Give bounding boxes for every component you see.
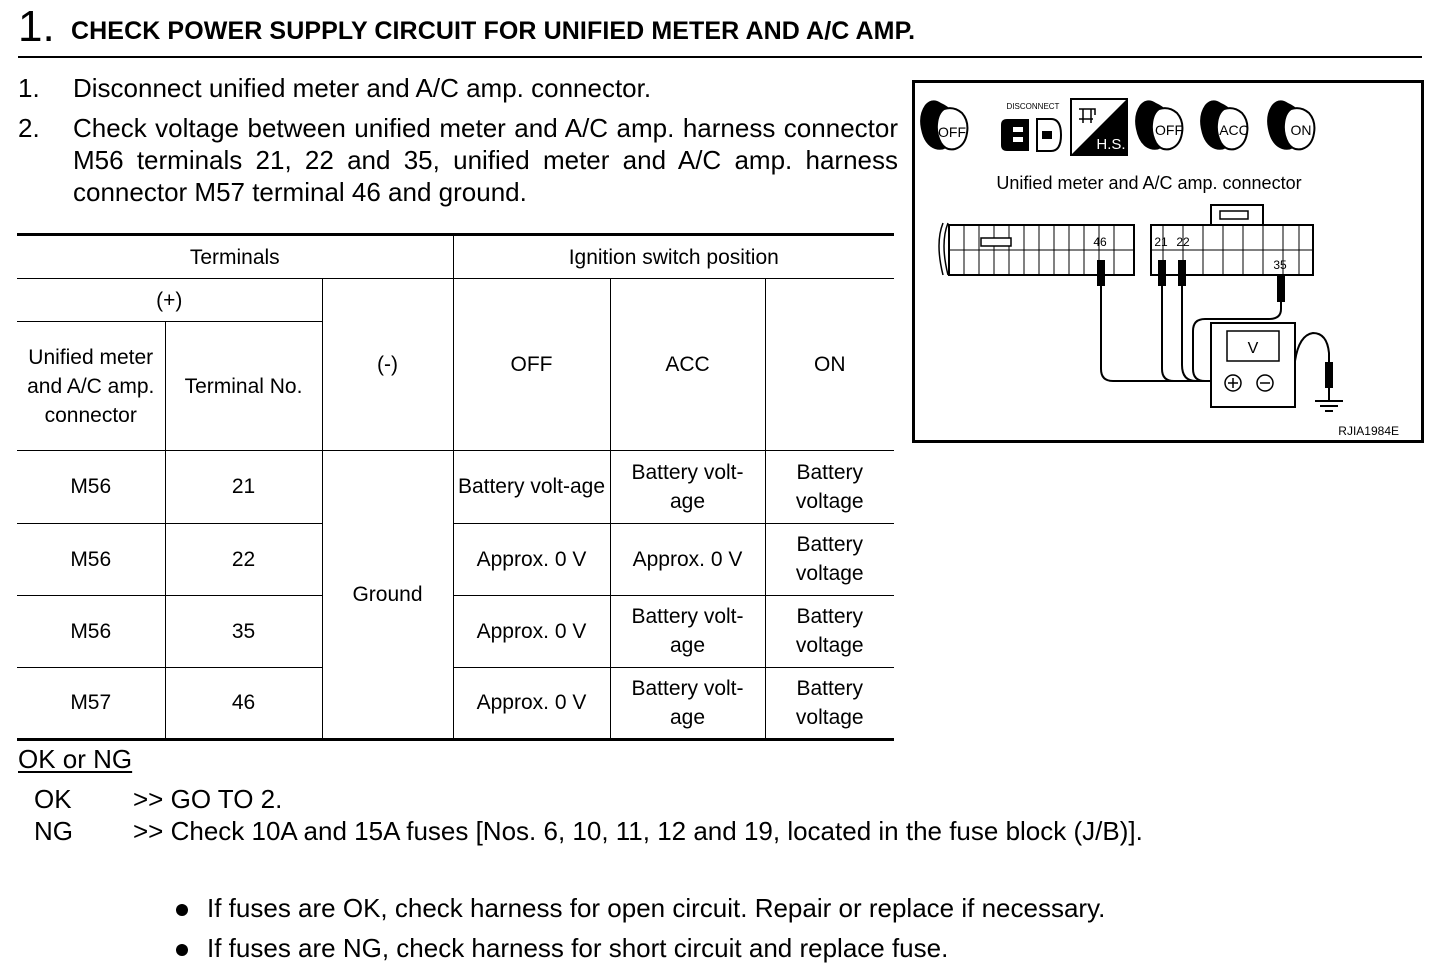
connector-m57 — [938, 222, 1135, 276]
list-item: If fuses are NG, check harness for short… — [176, 928, 1105, 968]
acc-value: Battery volt-age — [609, 450, 766, 524]
bullet-text: If fuses are OK, check harness for open … — [207, 893, 1106, 923]
terminal-cell: 46 — [164, 666, 323, 741]
step-number: 1. — [18, 2, 55, 51]
voltmeter-icon: V — [1210, 322, 1296, 408]
ng-action: >> Check 10A and 15A fuses [Nos. 6, 10, … — [133, 816, 1143, 846]
pin-22-label: 22 — [1176, 235, 1190, 249]
bullet-icon — [176, 944, 188, 956]
pin-46-label: 46 — [1093, 235, 1107, 249]
terminal-cell: 22 — [164, 522, 323, 596]
table-row: M56 21 Ground Battery volt-age Battery v… — [17, 450, 894, 740]
icon-on-label: ON — [1291, 122, 1312, 138]
ok-key: OK — [34, 784, 72, 814]
off-value: Battery volt-age — [452, 450, 611, 524]
harness-side-icon: H.S. — [1070, 98, 1128, 156]
ng-key: NG — [34, 816, 73, 846]
icon-hs-label: H.S. — [1096, 136, 1125, 153]
table-row: M56 35 Approx. 0 V Battery volt-age Batt… — [17, 594, 894, 668]
terminal-no-header: Terminal No. — [164, 321, 322, 452]
table-row: M56 22 Approx. 0 V Approx. 0 V Battery v… — [17, 522, 894, 596]
pin-35-label: 35 — [1273, 258, 1287, 272]
ignition-key-acc-icon: ACC — [1200, 100, 1249, 151]
procedure-steps: 1. Disconnect unified meter and A/C amp.… — [18, 72, 898, 216]
off-header: OFF — [452, 278, 611, 452]
terminal-cell: 21 — [164, 450, 323, 524]
minus-header: (-) — [321, 278, 454, 452]
step-index: 2. — [18, 113, 40, 143]
on-value: Battery voltage — [764, 594, 894, 668]
procedure-step: 1. Disconnect unified meter and A/C amp.… — [18, 72, 898, 104]
step-text: Check voltage between unified meter and … — [73, 113, 898, 207]
connector-test-diagram: OFF DISCONNECT H.S. OFF ACC — [912, 80, 1424, 443]
voltmeter-label: V — [1248, 340, 1259, 357]
off-value: Approx. 0 V — [452, 594, 611, 668]
disconnect-icon: DISCONNECT — [1001, 102, 1063, 152]
ignition-key-on-icon: ON — [1267, 100, 1316, 151]
procedure-step: 2. Check voltage between unified meter a… — [18, 112, 898, 208]
acc-value: Approx. 0 V — [609, 522, 766, 596]
on-value: Battery voltage — [764, 450, 894, 524]
step-heading: 1. CHECK POWER SUPPLY CIRCUIT FOR UNIFIE… — [18, 2, 1422, 58]
table-row: M57 46 Approx. 0 V Battery volt-age Batt… — [17, 666, 894, 741]
step-title: CHECK POWER SUPPLY CIRCUIT FOR UNIFIED M… — [71, 17, 916, 45]
connector-cell: M57 — [17, 666, 166, 741]
off-value: Approx. 0 V — [452, 522, 611, 596]
plus-header: (+) — [17, 278, 323, 323]
ok-or-ng-label: OK or NG — [18, 744, 133, 774]
ignition-key-off-icon: OFF — [920, 100, 969, 151]
step-index: 1. — [18, 73, 40, 103]
bullet-icon — [176, 904, 188, 916]
acc-header: ACC — [609, 278, 766, 452]
ground-symbol-icon — [1315, 362, 1343, 412]
ground-cell: Ground — [321, 450, 454, 740]
connector-header: Unified meter and A/C amp. connector — [17, 321, 166, 452]
ng-bullet-list: If fuses are OK, check harness for open … — [176, 888, 1105, 968]
table-header-row: (+) (-) OFF ACC ON — [17, 278, 894, 452]
bullet-text: If fuses are NG, check harness for short… — [207, 933, 949, 963]
list-item: If fuses are OK, check harness for open … — [176, 888, 1105, 928]
off-value: Approx. 0 V — [452, 666, 611, 741]
connector-m56 — [1150, 204, 1314, 276]
table-header-row: Unified meter and A/C amp. connector Ter… — [17, 321, 894, 452]
on-value: Battery voltage — [764, 666, 894, 741]
ignition-key-off-icon: OFF — [1135, 100, 1184, 151]
diagram-caption: Unified meter and A/C amp. connector — [996, 173, 1301, 193]
icon-acc-label: ACC — [1219, 122, 1249, 138]
connector-cell: M56 — [17, 450, 166, 524]
terminal-cell: 35 — [164, 594, 323, 668]
voltage-spec-table: Terminals Ignition switch position (+) (… — [17, 233, 894, 741]
icon-off2-label: OFF — [1155, 122, 1183, 138]
acc-value: Battery volt-age — [609, 666, 766, 741]
on-value: Battery voltage — [764, 522, 894, 596]
icon-off-label: OFF — [938, 124, 966, 140]
on-header: ON — [764, 278, 894, 452]
step-text: Disconnect unified meter and A/C amp. co… — [73, 73, 652, 103]
figure-code: RJIA1984E — [1338, 424, 1399, 438]
terminals-header: Terminals — [17, 233, 454, 280]
connector-cell: M56 — [17, 594, 166, 668]
pin-21-label: 21 — [1154, 235, 1168, 249]
ok-action: >> GO TO 2. — [133, 784, 283, 814]
ignition-switch-header: Ignition switch position — [452, 233, 894, 280]
connector-cell: M56 — [17, 522, 166, 596]
icon-disconnect-label: DISCONNECT — [1007, 102, 1060, 111]
table-header-row: Terminals Ignition switch position — [17, 233, 894, 280]
acc-value: Battery volt-age — [609, 594, 766, 668]
